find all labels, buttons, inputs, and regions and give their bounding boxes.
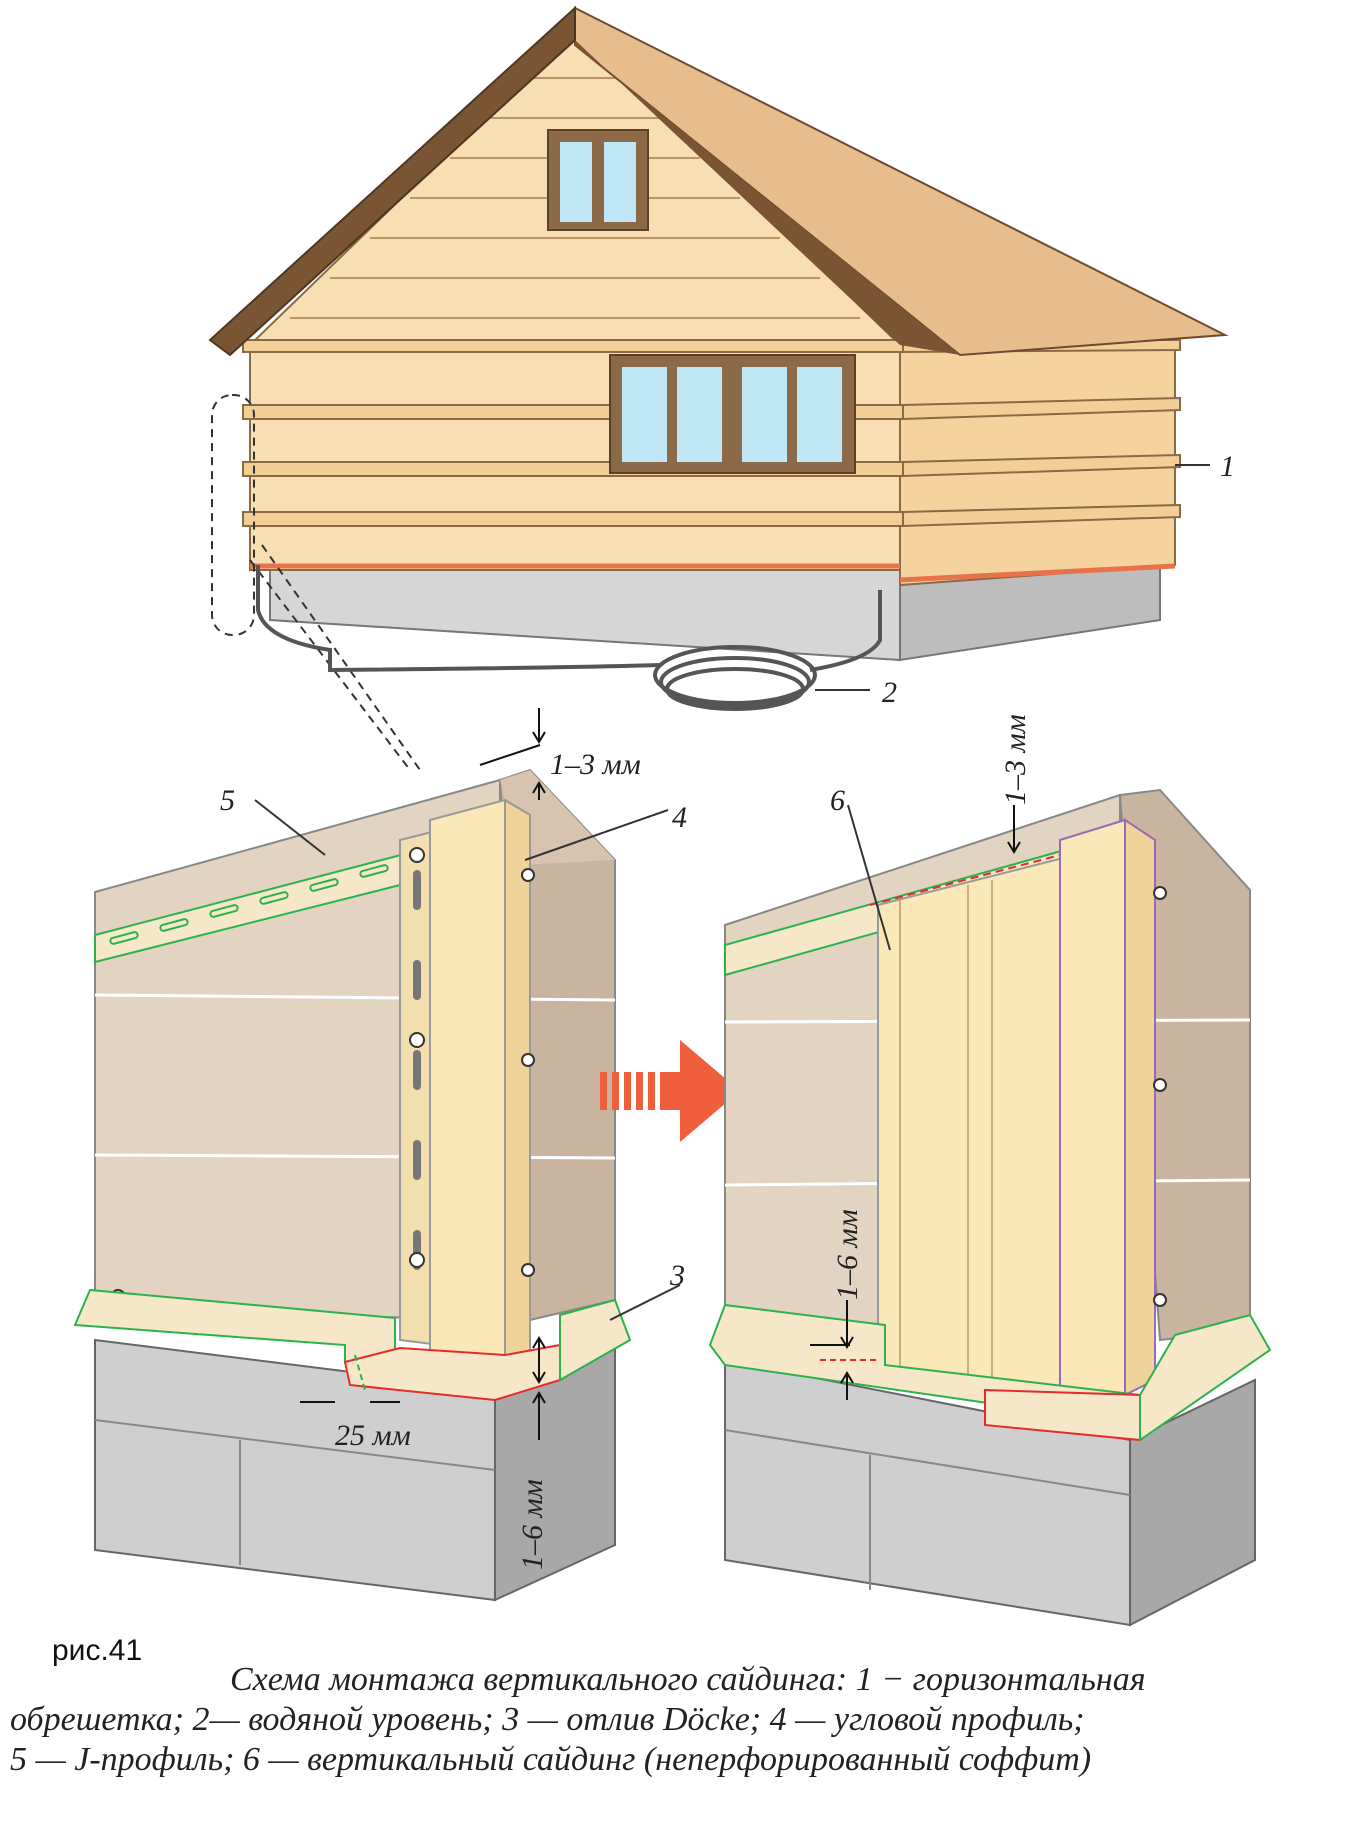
label-4: 4: [672, 801, 687, 834]
house-illustration: [208, 5, 1229, 771]
detail-callout: [211, 394, 255, 636]
house-foundation: [269, 559, 901, 662]
dim-gap-top-left: 1–3 мм: [550, 748, 641, 781]
right-plinth-side: [1129, 1378, 1256, 1627]
left-sill-right: [559, 1298, 632, 1382]
left-screws: [110, 847, 535, 1305]
main-windows: [609, 354, 856, 474]
label-6: 6: [830, 784, 845, 817]
right-corner-profile: [1059, 818, 1126, 1397]
horizontal-battens: [242, 339, 1181, 528]
dim-overlap: 25 мм: [335, 1419, 411, 1452]
left-corner-profile: [429, 798, 506, 1372]
left-detail: [73, 708, 681, 1602]
transition-arrow: [600, 1040, 740, 1142]
water-level-hose: [256, 565, 882, 711]
caption-line-3: 5 — J-профиль; 6 — вертикальный сайдинг …: [10, 1741, 1092, 1778]
dim-gap-bottom-right: 1–6 мм: [831, 1209, 864, 1300]
dim-gap-bottom-left: 1–6 мм: [516, 1479, 549, 1570]
right-sill-right: [1139, 1313, 1272, 1442]
figure-number: рис.41: [52, 1634, 143, 1667]
caption-line-2: обрешетка; 2— водяной уровень; 3 — отлив…: [10, 1701, 1085, 1738]
right-detail: [708, 788, 1272, 1627]
siding-installation-diagram: 1 2: [73, 5, 1272, 1627]
label-2: 2: [882, 676, 897, 709]
house-roof-edge: [208, 5, 576, 357]
label-3: 3: [669, 1259, 685, 1292]
caption-line-1: Схема монтажа вертикального сайдинга: 1 …: [230, 1661, 1146, 1698]
label-5: 5: [220, 784, 235, 817]
dim-gap-top-right: 1–3 мм: [999, 714, 1032, 805]
vertical-siding-panels: [877, 853, 1076, 1392]
label-1: 1: [1220, 450, 1235, 483]
figure-caption: Схема монтажа вертикального сайдинга: 1 …: [10, 1660, 1340, 1780]
